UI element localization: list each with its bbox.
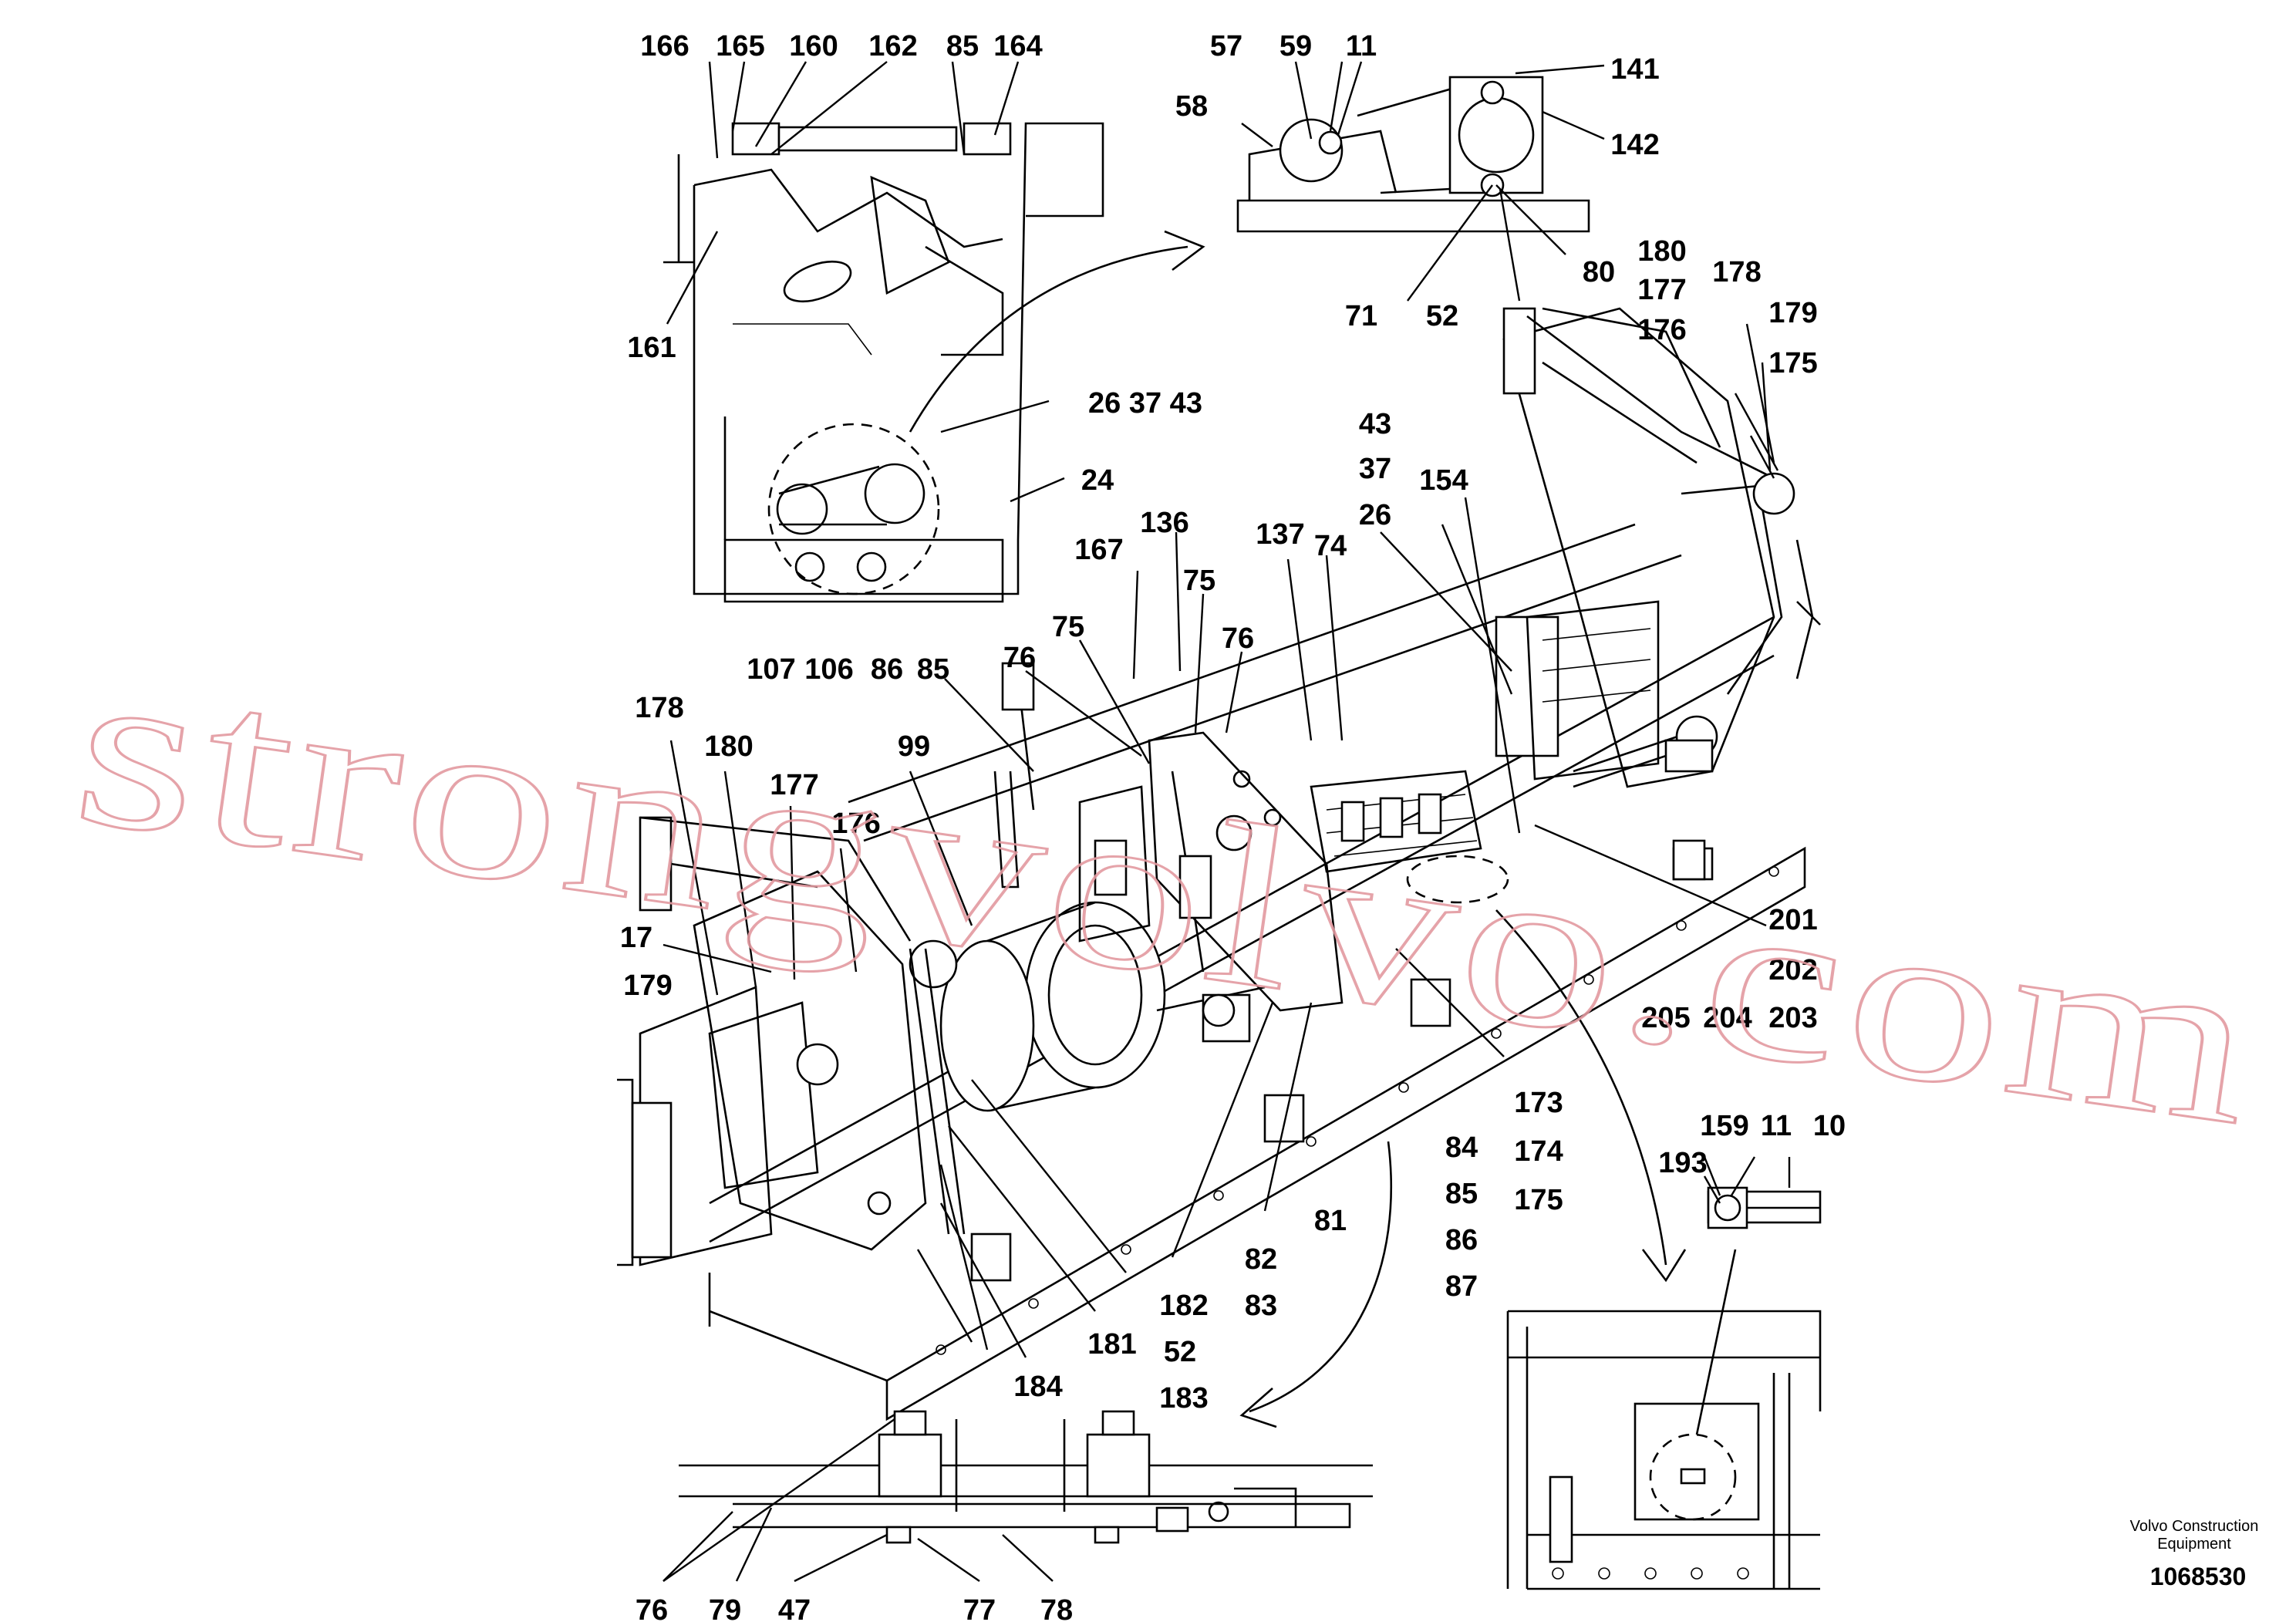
callout-labels: 166 165 160 162 85 164 161 26 37 43 24 5…: [620, 30, 1846, 1622]
main-screed-frame: [617, 307, 1821, 1428]
callout-47: 47: [778, 1594, 811, 1622]
callout-177-right: 177: [1637, 274, 1686, 306]
inset-bearings: [1236, 76, 1590, 233]
callout-167: 167: [1074, 534, 1123, 566]
callout-181: 181: [1087, 1328, 1136, 1361]
callout-77: 77: [963, 1594, 996, 1622]
callout-37: 37: [1359, 453, 1391, 485]
inset-rail-section: [679, 1410, 1373, 1544]
callout-85-mid: 85: [917, 653, 949, 686]
callout-204: 204: [1703, 1002, 1752, 1034]
callout-76-bottom: 76: [636, 1594, 668, 1622]
callout-85-low: 85: [1445, 1178, 1478, 1210]
callout-80: 80: [1583, 256, 1615, 288]
callout-81: 81: [1314, 1205, 1347, 1237]
footer-block: Volvo Construction Equipment 1068530: [2130, 1518, 2259, 1590]
callout-87: 87: [1445, 1270, 1478, 1303]
callout-180-right: 180: [1637, 235, 1686, 268]
callout-166: 166: [640, 30, 689, 62]
callout-180-left: 180: [704, 730, 753, 763]
callout-202: 202: [1768, 954, 1817, 986]
callout-164: 164: [993, 30, 1042, 62]
callout-142: 142: [1610, 129, 1659, 161]
callout-203: 203: [1768, 1002, 1817, 1034]
callout-184: 184: [1013, 1371, 1062, 1403]
callout-137: 137: [1256, 518, 1304, 551]
callout-178-right: 178: [1712, 256, 1761, 288]
callout-83: 83: [1245, 1290, 1277, 1322]
callout-26: 26: [1359, 499, 1391, 531]
callout-52: 52: [1426, 300, 1458, 332]
callout-76-upper: 76: [1222, 622, 1254, 655]
callout-154: 154: [1419, 464, 1468, 497]
callout-159: 159: [1700, 1110, 1748, 1142]
callout-79: 79: [709, 1594, 741, 1622]
callout-107: 107: [747, 653, 795, 686]
callout-58: 58: [1175, 90, 1208, 123]
callout-179-right: 179: [1768, 297, 1817, 329]
callout-75-upper: 75: [1183, 565, 1215, 597]
callout-179-left: 179: [623, 969, 672, 1002]
callout-11: 11: [1346, 30, 1377, 62]
footer-brand-line1: Volvo Construction: [2130, 1518, 2259, 1535]
callout-76-lower: 76: [1003, 642, 1036, 674]
callout-183: 183: [1159, 1382, 1208, 1415]
callout-176-right: 176: [1637, 314, 1686, 346]
callout-11-right: 11: [1761, 1110, 1792, 1142]
callout-173: 173: [1514, 1087, 1563, 1119]
callout-52-low: 52: [1164, 1336, 1196, 1368]
callout-86: 86: [871, 653, 903, 686]
inset-drive-housing: [663, 122, 1205, 603]
callout-160: 160: [789, 30, 838, 62]
callout-86-low: 86: [1445, 1224, 1478, 1256]
callout-75-lower: 75: [1052, 611, 1084, 643]
callout-74: 74: [1314, 530, 1347, 562]
callout-165: 165: [716, 30, 764, 62]
leader-lines: [663, 61, 1791, 1583]
callout-162: 162: [868, 30, 917, 62]
callout-174: 174: [1514, 1135, 1563, 1168]
callout-85: 85: [946, 30, 979, 62]
callout-10: 10: [1813, 1110, 1846, 1142]
callout-176-left: 176: [831, 808, 880, 840]
callout-59: 59: [1279, 30, 1312, 62]
callout-26-37-43: 26 37 43: [1088, 387, 1202, 420]
callout-201: 201: [1768, 904, 1817, 936]
drawing-number: 1068530: [2150, 1563, 2247, 1590]
callout-177-left: 177: [770, 769, 818, 801]
callout-82: 82: [1245, 1243, 1277, 1276]
inset-frame-section: [1506, 1249, 1822, 1590]
callout-24: 24: [1081, 464, 1114, 497]
callout-141: 141: [1610, 53, 1659, 86]
callout-43: 43: [1359, 408, 1391, 440]
callout-136: 136: [1140, 507, 1188, 539]
callout-175-right: 175: [1768, 347, 1817, 379]
callout-71: 71: [1345, 300, 1377, 332]
callout-17-left: 17: [620, 922, 652, 954]
callout-78: 78: [1040, 1594, 1073, 1622]
callout-193: 193: [1658, 1147, 1707, 1179]
callout-182: 182: [1159, 1290, 1208, 1322]
callout-84: 84: [1445, 1131, 1478, 1164]
callout-99: 99: [898, 730, 930, 763]
footer-brand-line2: Equipment: [2157, 1536, 2231, 1553]
callout-205: 205: [1641, 1002, 1690, 1034]
callout-175-mid: 175: [1514, 1184, 1563, 1216]
callout-161: 161: [627, 332, 676, 364]
watermark-text: strongvolvo.com: [62, 615, 2274, 1175]
inset-bearing-block: [1707, 1186, 1822, 1229]
callout-106: 106: [804, 653, 853, 686]
callout-178-left: 178: [635, 692, 683, 724]
callout-57: 57: [1210, 30, 1242, 62]
